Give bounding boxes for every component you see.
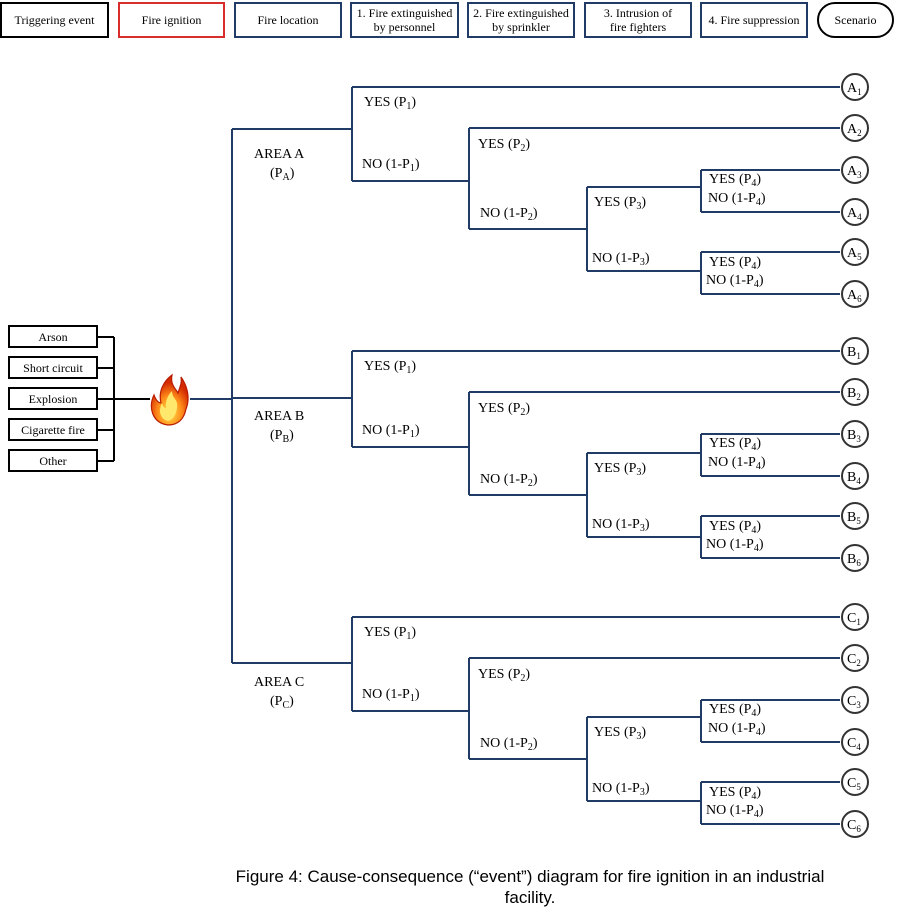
label-yes4b-B: YES (P4) [709, 519, 761, 536]
scenario-label: C4 [847, 736, 861, 752]
scenario-label: A1 [847, 81, 862, 97]
scenario-A2 [841, 114, 869, 142]
scenario-B1 [841, 337, 869, 365]
header-extinguished-sprinkler-label: 2. Fire extinguished by sprinkler [473, 6, 569, 34]
label-no4b-A: NO (1-P4) [706, 273, 764, 290]
label-no3-A: NO (1-P3) [592, 251, 650, 268]
header-fire-ignition-label: Fire ignition [141, 13, 202, 27]
label-no4b-C: NO (1-P4) [706, 803, 764, 820]
scenario-A5 [841, 238, 869, 266]
header-extinguished-sprinkler: 2. Fire extinguished by sprinkler [467, 2, 575, 38]
label-no3-B: NO (1-P3) [592, 517, 650, 534]
scenario-A4 [841, 198, 869, 226]
cause-label: Arson [38, 330, 67, 344]
scenario-label: C5 [847, 776, 861, 792]
header-scenario-label: Scenario [834, 13, 877, 27]
scenario-A1 [841, 73, 869, 101]
label-no1-A: NO (1-P1) [362, 157, 420, 174]
label-no4a-A: NO (1-P4) [708, 191, 766, 208]
area-prob-B: (PB) [270, 428, 294, 445]
label-no2-A: NO (1-P2) [480, 206, 538, 223]
label-yes3-A: YES (P3) [594, 195, 646, 212]
scenario-label: B5 [847, 510, 861, 526]
label-yes4a-A: YES (P4) [709, 172, 761, 189]
scenario-C6 [841, 810, 869, 838]
label-no4a-B: NO (1-P4) [708, 455, 766, 472]
scenario-label: B1 [847, 345, 861, 361]
label-no1-C: NO (1-P1) [362, 687, 420, 704]
figure-caption: Figure 4: Cause-consequence (“event”) di… [235, 867, 825, 907]
header-fire-suppression: 4. Fire suppression [700, 2, 808, 38]
scenario-C3 [841, 686, 869, 714]
scenario-label: C3 [847, 694, 861, 710]
scenario-B3 [841, 420, 869, 448]
scenario-C1 [841, 603, 869, 631]
area-label-C: AREA C [254, 675, 304, 690]
scenario-B6 [841, 544, 869, 572]
header-intrusion-fire-fighters: 3. Intrusion of fire fighters [584, 2, 692, 38]
label-no2-B: NO (1-P2) [480, 472, 538, 489]
scenario-label: B6 [847, 552, 861, 568]
cause-label: Other [39, 454, 66, 468]
cause-label: Short circuit [23, 361, 83, 375]
area-prob-C: (PC) [270, 694, 294, 711]
label-yes3-C: YES (P3) [594, 725, 646, 742]
area-label-A: AREA A [254, 147, 305, 162]
label-yes4a-C: YES (P4) [709, 702, 761, 719]
header-triggering-event: Triggering event [0, 2, 109, 38]
header-fire-ignition: Fire ignition [118, 2, 225, 38]
header-fire-location: Fire location [234, 2, 342, 38]
scenario-label: C1 [847, 611, 861, 627]
label-no4b-B: NO (1-P4) [706, 537, 764, 554]
label-no1-B: NO (1-P1) [362, 423, 420, 440]
label-yes1-A: YES (P1) [364, 95, 416, 112]
scenario-C5 [841, 768, 869, 796]
label-yes1-B: YES (P1) [364, 359, 416, 376]
label-yes1-C: YES (P1) [364, 625, 416, 642]
scenario-label: A3 [847, 164, 862, 180]
scenario-label: C2 [847, 652, 861, 668]
header-scenario: Scenario [817, 2, 894, 38]
scenario-label: C6 [847, 818, 861, 834]
scenario-label: B4 [847, 470, 861, 486]
header-fire-suppression-label: 4. Fire suppression [708, 13, 800, 27]
label-yes3-B: YES (P3) [594, 461, 646, 478]
area-prob-A: (PA) [270, 166, 295, 183]
header-triggering-event-label: Triggering event [14, 13, 95, 27]
label-no2-C: NO (1-P2) [480, 736, 538, 753]
label-yes2-A: YES (P2) [478, 137, 530, 154]
label-yes4b-C: YES (P4) [709, 785, 761, 802]
header-extinguished-personnel: 1. Fire extinguished by personnel [350, 2, 459, 38]
cause-label: Cigarette fire [21, 423, 85, 437]
area-label-B: AREA B [254, 409, 304, 424]
scenario-label: A2 [847, 122, 862, 138]
label-yes2-C: YES (P2) [478, 667, 530, 684]
header-extinguished-personnel-label: 1. Fire extinguished by personnel [356, 6, 453, 34]
cause-label: Explosion [29, 392, 78, 406]
scenario-B4 [841, 462, 869, 490]
label-no4a-C: NO (1-P4) [708, 721, 766, 738]
scenario-C2 [841, 644, 869, 672]
scenario-A6 [841, 280, 869, 308]
scenario-label: A5 [847, 246, 862, 262]
label-yes2-B: YES (P2) [478, 401, 530, 418]
scenario-label: A4 [847, 206, 862, 222]
scenario-label: A6 [847, 288, 862, 304]
scenario-A3 [841, 156, 869, 184]
label-no3-C: NO (1-P3) [592, 781, 650, 798]
scenario-label: B2 [847, 386, 861, 402]
header-intrusion-fire-fighters-label: 3. Intrusion of fire fighters [603, 6, 673, 34]
scenario-C4 [841, 728, 869, 756]
label-yes4b-A: YES (P4) [709, 255, 761, 272]
header-fire-location-label: Fire location [257, 13, 319, 27]
scenario-label: B3 [847, 428, 861, 444]
flame-icon [150, 373, 189, 426]
scenario-B2 [841, 378, 869, 406]
scenario-B5 [841, 502, 869, 530]
label-yes4a-B: YES (P4) [709, 436, 761, 453]
